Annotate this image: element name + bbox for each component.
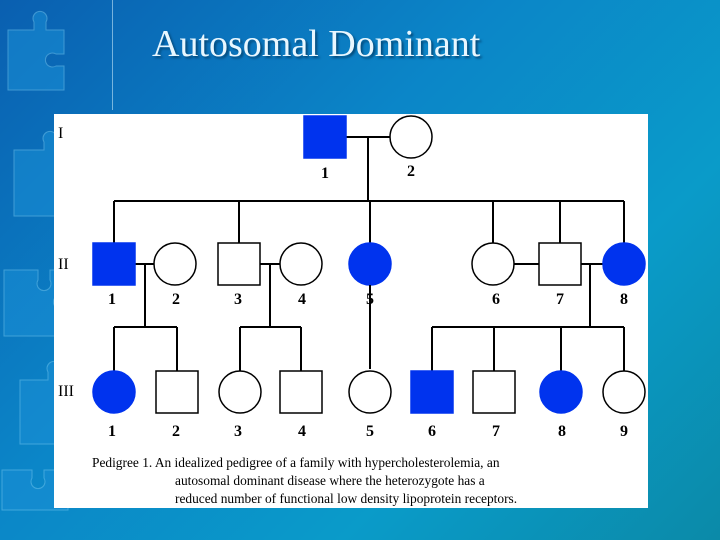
- gen3-individual-8-circle: [539, 370, 583, 414]
- generation-label-II: II: [58, 256, 69, 273]
- gen2-individual-8-circle: [602, 242, 646, 286]
- gen3-label-4: 4: [298, 423, 306, 440]
- gen2-label-4: 4: [298, 291, 306, 308]
- gen2-individual-7-square: [538, 242, 582, 286]
- caption-line-3: reduced number of functional low density…: [175, 491, 518, 506]
- gen3-individual-7-square: [472, 370, 516, 414]
- gen3-label-6: 6: [428, 423, 436, 440]
- gen3-individual-4-square: [279, 370, 323, 414]
- gen2-individual-2-circle: [153, 242, 197, 286]
- gen3-label-3: 3: [234, 423, 242, 440]
- gen2-individual-4-circle: [279, 242, 323, 286]
- gen3-individual-9-circle: [602, 370, 646, 414]
- gen3-individual-1-circle: [92, 370, 136, 414]
- caption-line-2: autosomal dominant disease where the het…: [175, 473, 485, 488]
- gen1-individual-2-circle: [389, 115, 433, 159]
- gen1-individual-1-square: [303, 115, 347, 159]
- gen2-individual-1-square: [92, 242, 136, 286]
- gen3-label-8: 8: [558, 423, 566, 440]
- pedigree-caption: Pedigree 1. An idealized pedigree of a f…: [92, 454, 517, 508]
- gen1-label-2: 2: [407, 163, 415, 180]
- gen2-label-3: 3: [234, 291, 242, 308]
- gen2-label-6: 6: [492, 291, 500, 308]
- generation-label-I: I: [58, 125, 63, 142]
- gen2-individual-5-circle: [348, 242, 392, 286]
- slide-title: Autosomal Dominant: [152, 23, 481, 65]
- generation-label-III: III: [58, 383, 74, 400]
- caption-line-1: Pedigree 1. An idealized pedigree of a f…: [92, 455, 500, 470]
- divider-line: [112, 0, 113, 110]
- gen3-individual-6-square: [410, 370, 454, 414]
- gen2-individual-3-square: [217, 242, 261, 286]
- pedigree-panel: IIIIII1212345678123456789 Pedigree 1. An…: [54, 114, 648, 508]
- gen3-label-7: 7: [492, 423, 500, 440]
- gen3-label-1: 1: [108, 423, 116, 440]
- gen3-individual-5-circle: [348, 370, 392, 414]
- gen2-individual-6-circle: [471, 242, 515, 286]
- gen3-individual-2-square: [155, 370, 199, 414]
- gen3-label-2: 2: [172, 423, 180, 440]
- gen1-label-1: 1: [321, 165, 329, 182]
- gen2-label-7: 7: [556, 291, 564, 308]
- gen2-label-1: 1: [108, 291, 116, 308]
- gen3-label-9: 9: [620, 423, 628, 440]
- gen3-label-5: 5: [366, 423, 374, 440]
- gen3-individual-3-circle: [218, 370, 262, 414]
- gen2-label-8: 8: [620, 291, 628, 308]
- gen2-label-2: 2: [172, 291, 180, 308]
- pedigree-diagram: IIIIII1212345678123456789: [58, 115, 646, 440]
